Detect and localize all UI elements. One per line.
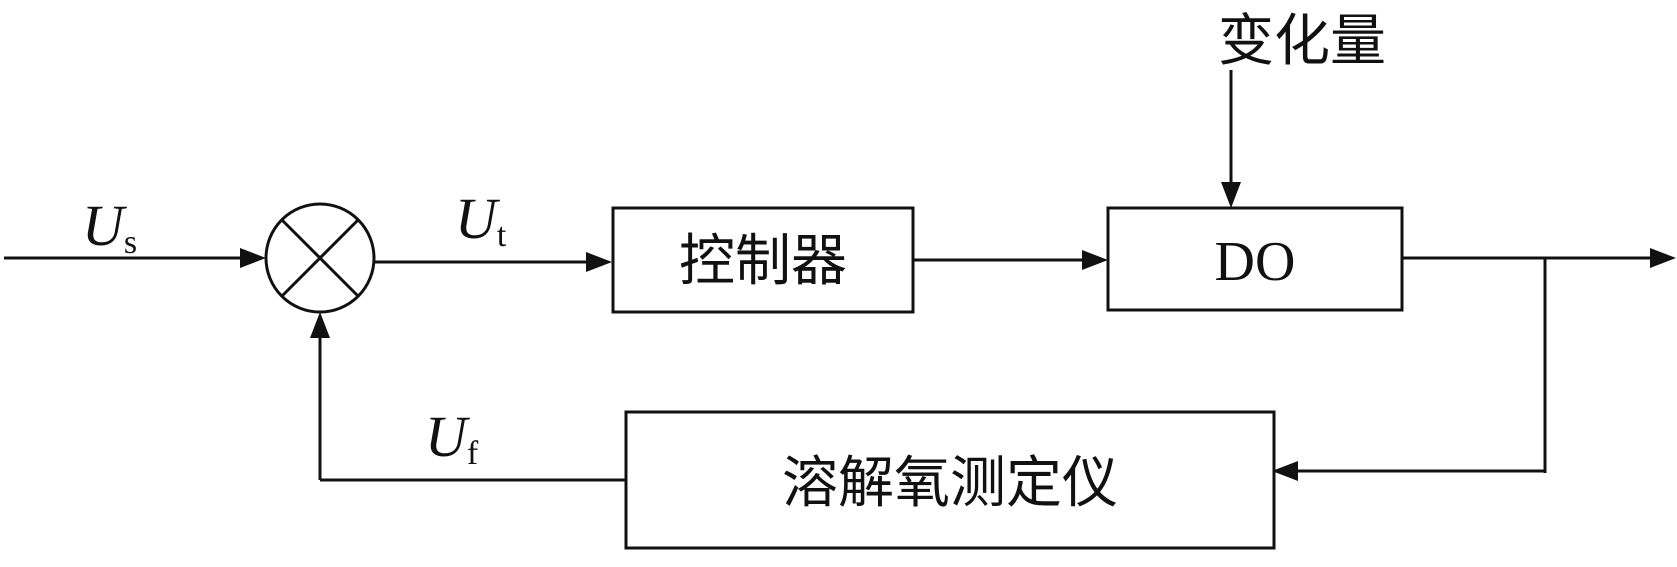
disturbance-label: 变化量 — [1218, 11, 1386, 73]
feedback-sub: f — [467, 435, 479, 472]
error-label: Ut — [455, 186, 507, 254]
control-arrowhead — [1082, 250, 1108, 270]
error-arrowhead — [586, 252, 612, 272]
process-label: DO — [1215, 231, 1296, 293]
error-main: U — [455, 186, 501, 251]
controller-block — [611, 206, 915, 314]
setpoint-label: Us — [82, 193, 137, 261]
input-arrowhead — [240, 248, 266, 268]
error-sub: t — [497, 217, 507, 254]
feedback-main: U — [425, 404, 471, 469]
sensor-label: 溶解氧测定仪 — [782, 453, 1118, 515]
controller-label: 控制器 — [679, 231, 847, 293]
output-arrowhead — [1650, 248, 1676, 268]
process-block — [1106, 206, 1404, 312]
feedback-label: Uf — [425, 404, 479, 472]
sensor-block — [624, 410, 1276, 550]
summing-junction — [264, 202, 376, 314]
feedback-arrowhead — [310, 312, 330, 338]
setpoint-sub: s — [124, 224, 137, 261]
setpoint-main: U — [82, 193, 128, 258]
disturbance-arrowhead — [1221, 182, 1241, 208]
sensor-input-arrowhead — [1272, 461, 1298, 481]
